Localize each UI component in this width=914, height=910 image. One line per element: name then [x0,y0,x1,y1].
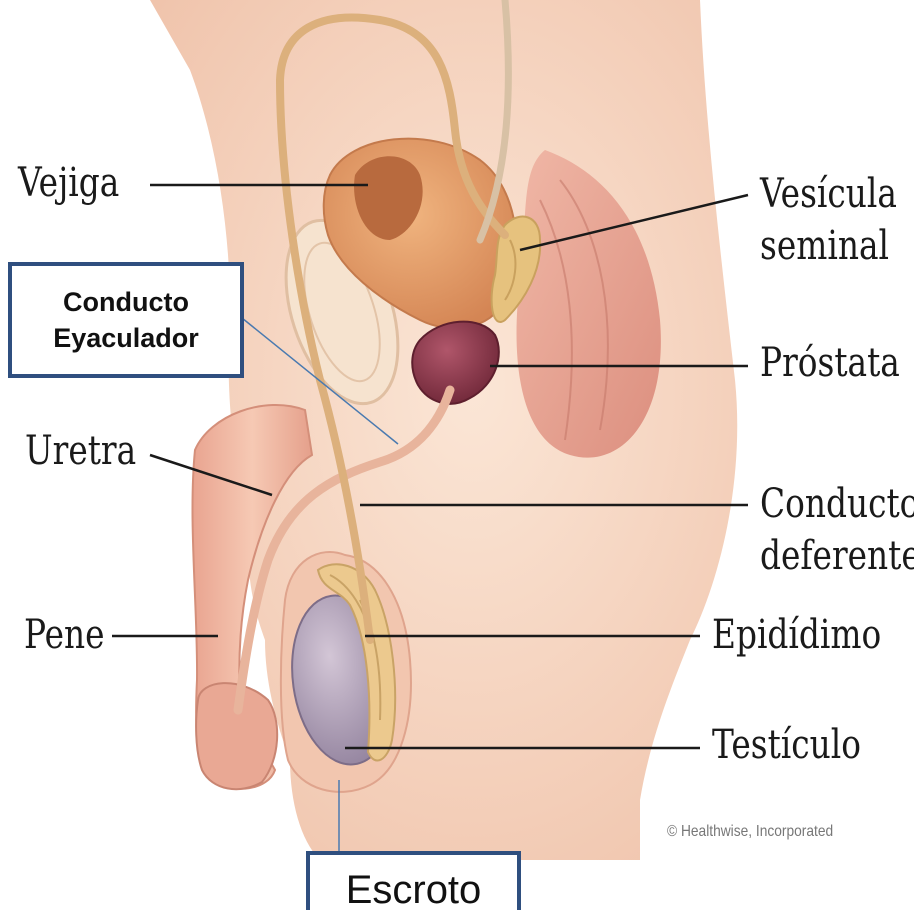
label-vesicula-seminal: Vesícula seminal [760,168,897,272]
label-deferente-line1: Conducto [760,478,914,530]
copyright-notice: © Healthwise, Incorporated [667,823,833,841]
label-box-escroto: Escroto [306,851,521,910]
label-eyaculador-line2: Eyaculador [53,320,199,356]
label-epididimo: Epidídimo [712,612,881,658]
label-testiculo: Testículo [712,722,861,768]
label-uretra: Uretra [25,428,136,474]
label-conducto-deferente: Conducto deferente [760,478,914,582]
label-escroto: Escroto [346,868,482,910]
label-eyaculador-line1: Conducto [53,284,199,320]
label-vesicula-line1: Vesícula [760,168,897,220]
label-box-conducto-eyaculador: Conducto Eyaculador [8,262,244,378]
label-prostata: Próstata [760,340,900,386]
label-deferente-line2: deferente [760,530,914,582]
label-vejiga: Vejiga [18,160,119,206]
label-vesicula-line2: seminal [760,220,897,272]
label-pene: Pene [24,612,105,658]
